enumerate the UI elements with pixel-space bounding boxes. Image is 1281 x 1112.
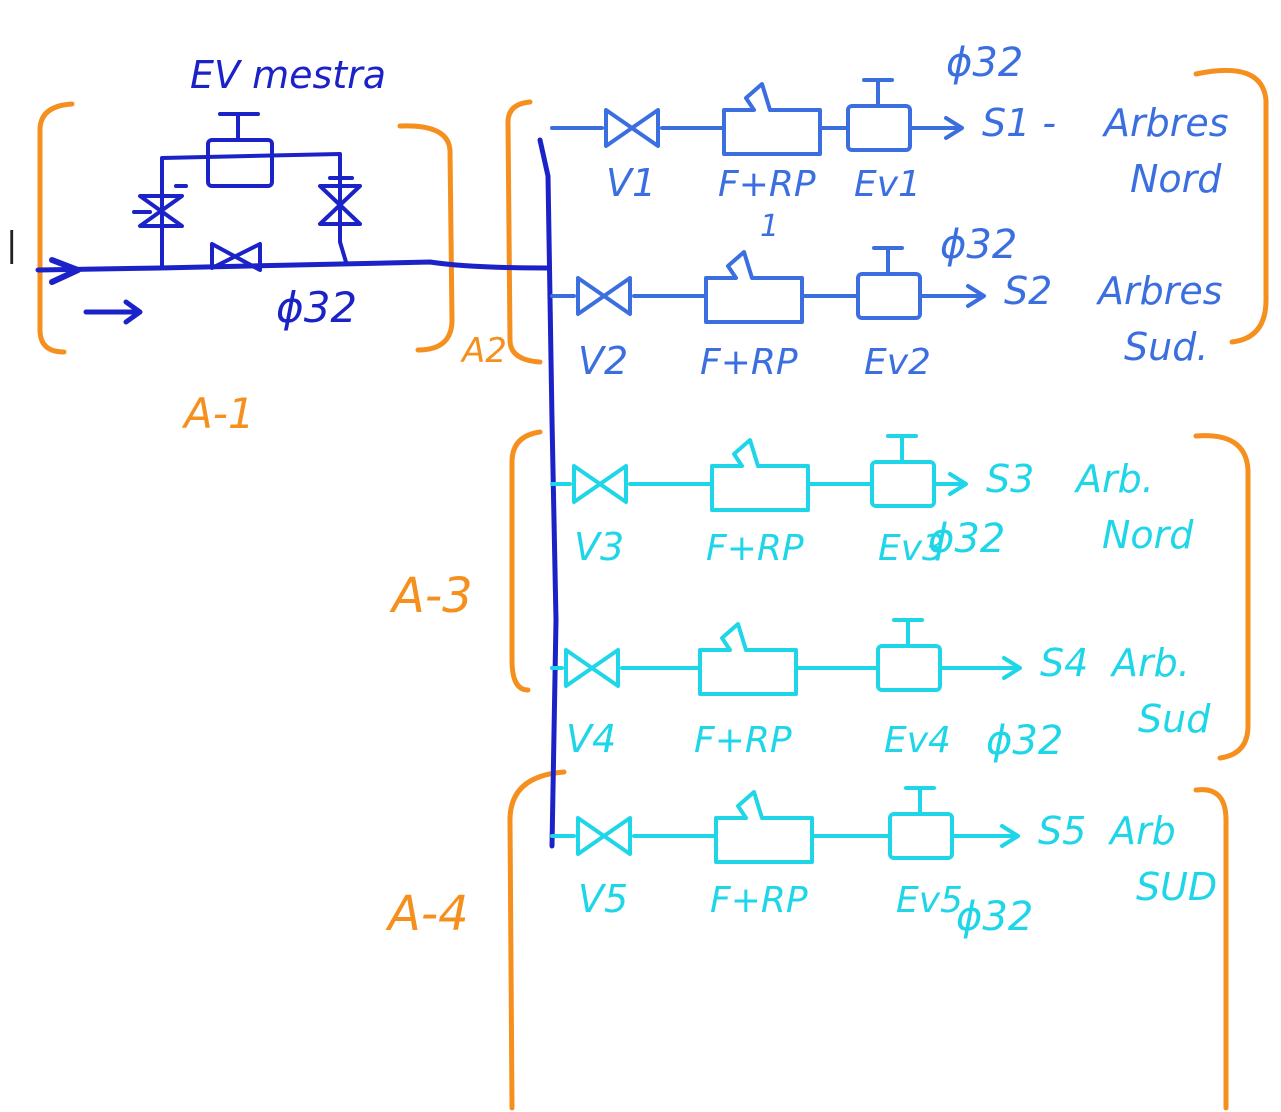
bypass-valve-left-icon [138,194,184,228]
bypass-pipe [160,152,348,270]
electrovalve-body [888,812,954,860]
inlet-arrow-icon [49,257,81,285]
outlet-arrow-icon [944,116,964,140]
sector-desc-2: Nord [1102,513,1194,557]
electrovalve-actuator [904,786,936,816]
sector-desc-2: SUD [1136,865,1217,909]
filter-regulator-icon [698,622,798,696]
master-diameter: ϕ32 [276,283,357,332]
electrovalve-label: Ev4 [884,720,951,761]
master-ev-body [206,138,274,188]
bracket-s5-right [1193,787,1229,1111]
sector-desc-2: Nord [1130,157,1222,201]
zone-label-a2: A2 [460,331,507,371]
electrovalve-actuator [892,618,924,648]
flow-arrow-icon [83,299,143,325]
valve-label: V3 [574,525,624,569]
diameter-label: ϕ32 [956,894,1033,940]
filter-label: F+RP [694,720,792,761]
sector-desc-2: Sud. [1124,325,1208,369]
valve-label: V1 [606,161,656,205]
electrovalve-actuator [872,246,904,276]
outlet-arrow-icon [1002,656,1022,680]
diameter-label: ϕ32 [946,40,1023,86]
filter-regulator-icon [714,790,814,864]
electrovalve-body [870,460,936,508]
filter-regulator-icon [722,82,822,156]
electrovalve-label: Ev2 [864,342,931,383]
zone-label-a3: A-3 [389,568,473,624]
sector-label: S1 - [982,101,1056,145]
electrovalve-body [876,644,942,692]
sector-label: S4 [1040,641,1088,685]
electrovalve-label: Ev1 [854,164,921,205]
bracket-a1-left [37,101,75,355]
electrovalve-label: Ev3 [878,528,945,569]
cursor-mark: | [6,225,17,265]
electrovalve-body [846,104,912,152]
outlet-arrow-icon [1000,824,1020,848]
bracket-a1-right [397,123,455,353]
sector-desc-1: Arb. [1073,457,1154,501]
valve-label: V4 [566,717,616,761]
sector-desc-1: Arbres [1101,101,1229,145]
bracket-s3s4-right [1193,433,1251,761]
sector-desc-1: Arbres [1095,269,1223,313]
zone-label-a4: A-4 [385,886,469,942]
zone-label-a1: A-1 [181,389,255,438]
diameter-label: ϕ32 [986,718,1063,764]
valve-icon [564,648,620,688]
outlet-arrow-icon [966,284,986,308]
bypass-valve-right-icon [318,184,362,226]
upstream-mark: 1 [760,209,779,244]
sector-label: S2 [1004,269,1052,313]
master-main-pipe [35,259,551,273]
diameter-label: ϕ32 [928,516,1005,562]
master-title: EV mestra [190,53,386,97]
sector-label: S3 [986,457,1034,501]
electrovalve-body [856,272,922,320]
filter-regulator-icon [710,438,810,512]
branch-row-4: V4 F+RP Ev4 ϕ32 S4 Arb. Sud [550,618,1211,764]
valve-icon [604,108,660,148]
valve-icon [576,816,632,856]
valve-icon [576,276,632,316]
outlet-arrow-icon [948,472,968,496]
sector-desc-2: Sud [1138,697,1211,741]
bracket-a3 [509,429,543,693]
filter-label: F+RP [706,528,804,569]
bracket-a2 [505,99,543,365]
diameter-label: ϕ32 [940,222,1017,268]
filter-label: F+RP [710,880,808,921]
electrovalve-actuator [862,78,894,108]
valve-icon [572,464,628,504]
master-valve-assembly: EV mestra ϕ32 | [6,53,551,332]
electrovalve-label: Ev5 [896,880,963,921]
sector-desc-1: Arb [1107,809,1176,853]
sector-label: S5 [1038,809,1086,853]
zone-brackets [37,67,1269,1111]
sector-desc-1: Arb. [1109,641,1190,685]
electrovalve-actuator [886,434,918,464]
valve-label: V5 [578,877,628,921]
bracket-s1s2-right [1193,67,1269,345]
filter-regulator-icon [704,250,804,324]
filter-label: F+RP [700,342,798,383]
manifold-pipe [537,137,559,849]
master-ev-actuator [218,112,260,142]
master-gate-valve-icon [210,242,262,272]
bracket-a4 [507,769,567,1111]
filter-label: F+RP [718,164,816,205]
valve-label: V2 [578,339,628,383]
bypass-valve-left-stem [132,184,188,214]
